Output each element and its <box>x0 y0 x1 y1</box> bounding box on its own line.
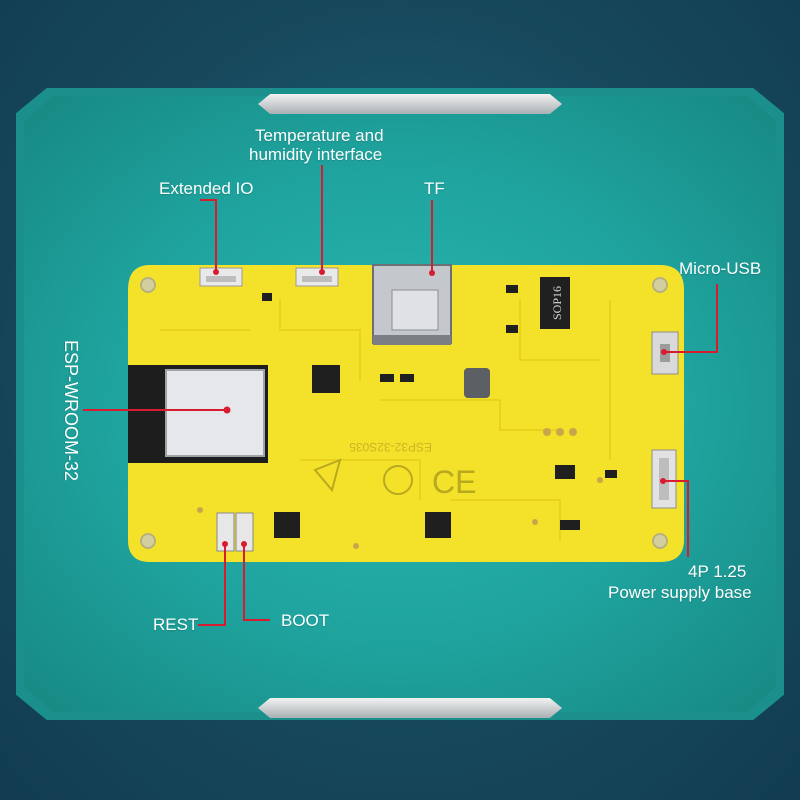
temperature-label-line1: Temperature and <box>255 126 384 145</box>
rest-label: REST <box>153 615 199 634</box>
pcb-board <box>128 265 684 562</box>
bottom-frame-bar <box>258 698 562 718</box>
leader-dots <box>213 269 667 547</box>
tf-card-slot <box>372 264 452 345</box>
leader-extended-io <box>200 199 217 270</box>
power-label-line1: 4P 1.25 <box>688 562 747 581</box>
tf-label: TF <box>424 179 445 198</box>
small-ics <box>262 285 617 538</box>
power-label-line2: Power supply base <box>608 583 752 602</box>
sop16-chip-label: SOP16 <box>550 286 564 320</box>
sop16-chip: SOP16 <box>540 277 570 329</box>
temperature-connector <box>295 267 339 287</box>
passive-components <box>197 428 603 549</box>
leader-rest <box>198 544 226 626</box>
ce-mark: CE <box>432 464 476 500</box>
temperature-label-line2: humidity interface <box>249 145 383 164</box>
certification-marks <box>313 458 413 495</box>
mounting-holes <box>140 277 668 549</box>
leader-lines <box>83 165 718 626</box>
boot-label: BOOT <box>281 611 330 630</box>
leader-power <box>663 480 689 557</box>
extended-io-label: Extended IO <box>159 179 254 198</box>
top-frame-bar <box>258 94 562 114</box>
silkscreen-text: ESP32-32S035 <box>349 440 432 454</box>
extended-io-connector <box>199 267 243 287</box>
micro-usb-label: Micro-USB <box>679 259 762 278</box>
leader-micro-usb <box>664 284 718 353</box>
esp-module-label: ESP-WROOM-32 <box>61 340 81 482</box>
esp-module-can <box>165 369 265 457</box>
leader-boot <box>243 544 270 621</box>
